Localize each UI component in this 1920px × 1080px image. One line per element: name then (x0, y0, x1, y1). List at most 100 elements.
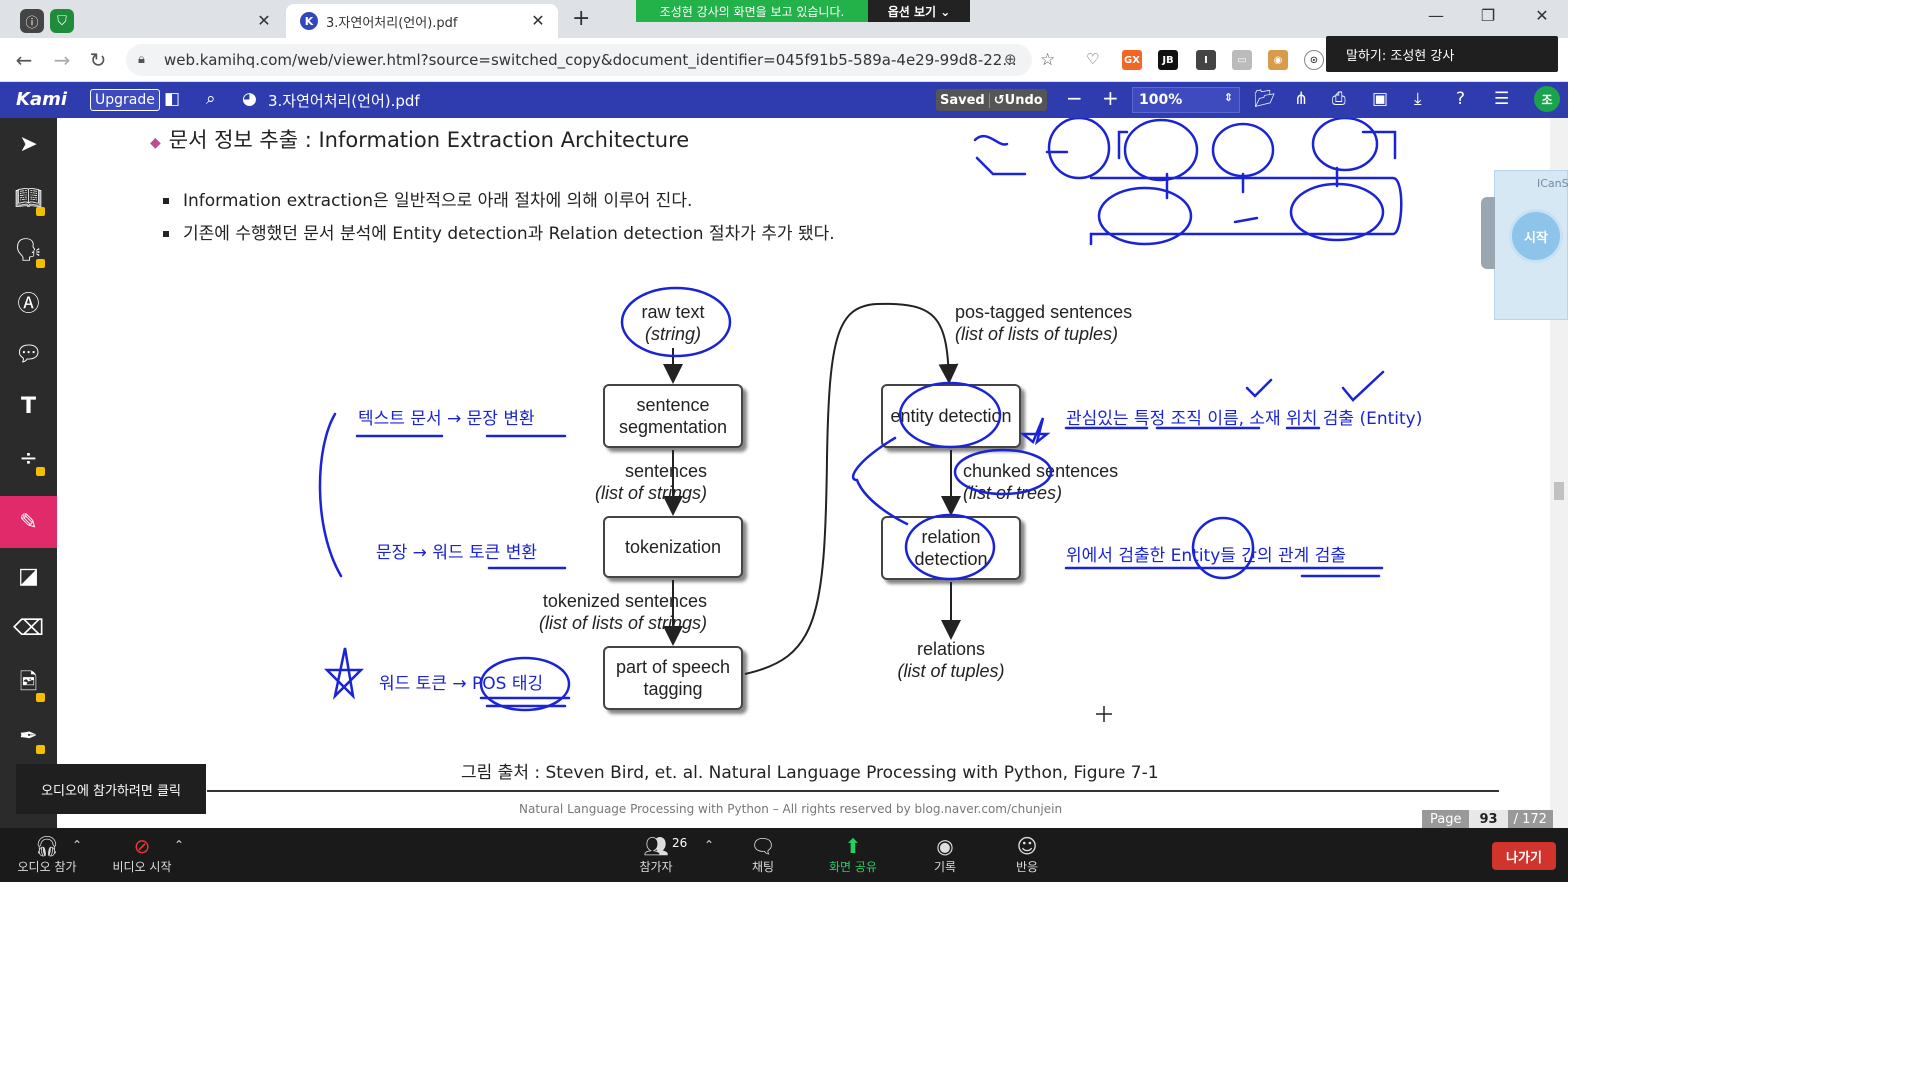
relations-title: relations (916, 639, 986, 659)
share-screen-icon: ⬆ (844, 834, 862, 858)
saved-status: Saved (940, 92, 985, 108)
reactions-button[interactable]: ☺ 반응 (1006, 834, 1048, 875)
join-audio-label: 오디오 참가 (17, 860, 77, 874)
annotation-tool-rail: ➤ 📖︎ 🗣︎ Ⓐ 💬︎ T ÷ ✎ ◪ ⌫ 🖻︎ ✒︎ (0, 118, 57, 828)
audio-join-tooltip[interactable]: 오디오에 참가하려면 클릭 (16, 764, 206, 814)
url-field[interactable]: 🔒︎ web.kamihq.com/web/viewer.html?source… (126, 44, 1032, 76)
ink-circle (1047, 118, 1111, 180)
extension-icon[interactable]: ▭ (1232, 50, 1252, 70)
reactions-label: 반응 (1015, 860, 1039, 874)
download-icon[interactable]: ⤓ (1414, 89, 1422, 109)
ink-arrow (1165, 166, 1339, 224)
participants-button[interactable]: 👥︎ 참가자 (630, 834, 682, 875)
help-icon[interactable]: ? (1456, 89, 1466, 109)
ink-arrow (851, 436, 909, 526)
print-icon[interactable]: ⎙ (1332, 89, 1346, 109)
pos-tagged-type: (list of lists of tuples) (955, 324, 1119, 344)
reload-icon[interactable]: ↻ (89, 48, 107, 72)
text-tool-icon[interactable]: T (20, 393, 36, 419)
annotation-text: 워드 토큰 → POS 태깅 (379, 674, 544, 694)
drawing-tool-icon[interactable]: ✎ (0, 496, 57, 548)
save-undo-group: Saved ↺Undo (936, 89, 1047, 111)
record-button[interactable]: ◉ 기록 (924, 834, 966, 875)
save-icon[interactable]: ▣ (1372, 89, 1389, 109)
eraser-tool-icon[interactable]: ⌫ (12, 615, 45, 641)
url-text: web.kamihq.com/web/viewer.html?source=sw… (164, 51, 1017, 69)
extension-icon[interactable]: GX (1122, 50, 1142, 70)
close-tab-icon[interactable]: ✕ (531, 11, 545, 30)
equation-tool-icon[interactable]: ÷ (0, 432, 57, 484)
sync-status-icon: ◕ (242, 89, 257, 109)
share-screen-label: 화면 공유 (829, 860, 877, 874)
add-icon[interactable]: ⊕ (1004, 50, 1017, 68)
lock-icon: 🔒︎ (138, 52, 145, 67)
markup-tool-icon[interactable]: Ⓐ (17, 292, 40, 317)
shapes-tool-icon[interactable]: ◪ (18, 563, 39, 589)
dictionary-tool-icon[interactable]: 📖︎ (0, 172, 57, 224)
back-icon[interactable]: ← (15, 48, 33, 72)
sentences-title: sentences (624, 461, 707, 481)
raw-text-title: raw text (641, 302, 705, 322)
shield-icon: ⛉ (50, 9, 74, 33)
undo-button[interactable]: ↺Undo (988, 92, 1047, 108)
text-to-speech-icon[interactable]: 🗣︎ (0, 224, 57, 276)
upgrade-button[interactable]: Upgrade (90, 89, 160, 111)
tab-inactive[interactable]: ⓘ ⛉ ✕ (6, 4, 284, 38)
audio-options-chevron-icon[interactable]: ⌃ (72, 838, 83, 852)
raw-text-type: (string) (644, 324, 701, 344)
restore-icon[interactable]: ❐ (1480, 6, 1496, 25)
start-video-button[interactable]: ⊘ 비디오 시작 (108, 834, 176, 875)
video-off-icon: ⊘ (133, 834, 151, 858)
user-avatar[interactable]: 조 (1534, 86, 1560, 112)
page-total: / 172 (1507, 810, 1553, 828)
tokenization-box: tokenization (603, 516, 743, 578)
close-tab-icon[interactable]: ✕ (257, 11, 271, 30)
pocket-icon[interactable]: ♡ (1086, 50, 1100, 68)
chat-button[interactable]: 🗨︎ 채팅 (742, 834, 784, 875)
page-footer: Natural Language Processing with Python … (519, 802, 1063, 816)
extension-icon[interactable]: ⊙ (1304, 50, 1324, 70)
open-folder-icon[interactable]: 📂︎ (1254, 89, 1276, 109)
document-title: 3.자연어처리(언어).pdf (268, 92, 420, 110)
zoom-in-icon[interactable]: + (1102, 86, 1119, 110)
minimize-icon[interactable]: — (1428, 6, 1444, 25)
leave-button[interactable]: 나가기 (1492, 842, 1556, 870)
footer-rule (207, 790, 1499, 792)
share-screen-button[interactable]: ⬆ 화면 공유 (822, 834, 884, 875)
signature-tool-icon[interactable]: ✒︎ (0, 710, 57, 762)
extension-icon[interactable]: I (1196, 50, 1216, 70)
search-icon[interactable]: ⌕ (206, 89, 216, 109)
ink-checkmark (1245, 370, 1385, 402)
zoom-out-icon[interactable]: − (1066, 86, 1083, 110)
bullet-item: Information extraction은 일반적으로 아래 절차에 의해 … (163, 186, 692, 211)
star-icon[interactable]: ☆ (1040, 50, 1056, 70)
chat-icon: 🗨︎ (750, 834, 776, 858)
forward-icon[interactable]: → (53, 48, 71, 72)
kami-favicon-icon: K (300, 12, 318, 30)
participants-options-chevron-icon[interactable]: ⌃ (704, 838, 715, 852)
video-options-chevron-icon[interactable]: ⌃ (174, 838, 185, 852)
start-video-label: 비디오 시작 (112, 860, 172, 874)
extension-icon[interactable]: JB (1158, 50, 1178, 70)
tab-active[interactable]: K 3.자연어처리(언어).pdf ✕ (286, 4, 558, 38)
menu-icon[interactable]: ☰ (1494, 89, 1510, 109)
widget-collapse-handle[interactable] (1481, 197, 1495, 269)
bullet-text: 기존에 수행했던 문서 분석에 Entity detection과 Relati… (183, 224, 835, 244)
close-window-icon[interactable]: ✕ (1535, 6, 1549, 25)
share-icon[interactable]: ⋔ (1294, 89, 1309, 109)
image-tool-icon[interactable]: 🖻︎ (0, 658, 57, 710)
extension-icon[interactable]: ◉ (1268, 50, 1288, 70)
select-tool-icon[interactable]: ➤ (19, 131, 38, 157)
page-current-input[interactable]: 93 (1469, 810, 1508, 828)
comment-tool-icon[interactable]: 💬︎ (14, 341, 43, 367)
bullet-dot (163, 198, 169, 204)
new-tab-icon[interactable]: + (572, 6, 591, 31)
join-audio-button[interactable]: 🎧︎ 오디오 참가 (14, 834, 80, 875)
annotation-text: 문장 → 워드 토큰 변환 (376, 543, 537, 563)
zoom-select[interactable]: 100% ⇕ (1132, 87, 1240, 113)
view-options-button[interactable]: 옵션 보기 ⌄ (868, 0, 970, 22)
pdf-page: ◆문서 정보 추출 : Information Extraction Archi… (57, 118, 1550, 828)
scrollbar-thumb[interactable] (1554, 482, 1564, 500)
start-button[interactable]: 시작 (1509, 209, 1563, 263)
sidebar-toggle-icon[interactable]: ◧ (164, 89, 181, 109)
